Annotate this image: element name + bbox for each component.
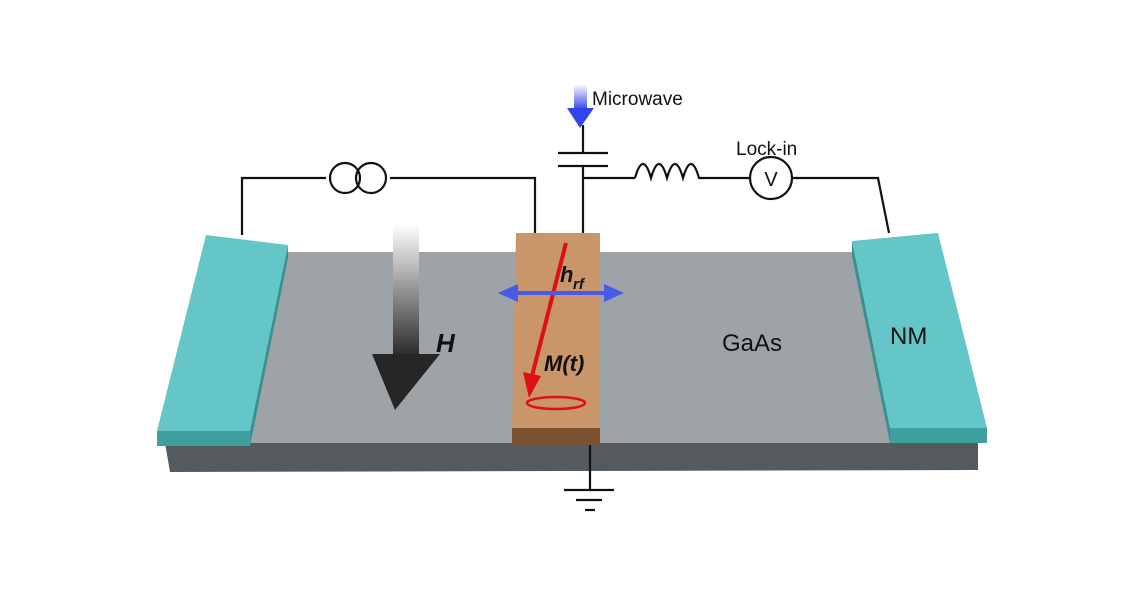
lockin-wire-right [792, 176, 891, 234]
hrf-label-main: h [560, 262, 573, 287]
circuit [240, 125, 891, 512]
magnetization-label: M(t) [544, 351, 584, 376]
microwave-label: Microwave [592, 89, 683, 110]
ferromagnet-side [512, 428, 600, 445]
precession-ellipse [525, 395, 587, 411]
right-contact-front [890, 428, 987, 443]
capacitor-icon [558, 151, 608, 168]
microwave-arrow [567, 84, 594, 128]
current-source-left-wire [240, 176, 326, 235]
hrf-label-sub: rf [573, 276, 586, 293]
hrf-arrow [498, 284, 624, 302]
inductor-icon [633, 162, 701, 183]
current-source-right-wire [390, 176, 537, 233]
field-arrow [372, 224, 440, 410]
magnetization-arrow [523, 242, 568, 398]
left-contact-top [157, 235, 288, 431]
left-contact-side [250, 245, 288, 446]
nm-label: NM [890, 323, 927, 350]
right-contact-top [852, 233, 987, 428]
left-contact-front [157, 431, 250, 446]
right-contact-side [852, 241, 890, 443]
field-label: H [436, 328, 456, 358]
lockin-label: Lock-in [736, 139, 797, 160]
ferromagnet-top [512, 233, 600, 428]
right-nm-contact [852, 233, 987, 443]
voltmeter-label: V [764, 169, 778, 191]
current-source-icon [328, 161, 388, 195]
ground-icon [564, 488, 614, 512]
substrate-label: GaAs [722, 330, 782, 357]
substrate-side [165, 443, 978, 472]
left-nm-contact [157, 235, 288, 446]
ferromagnet-strip [512, 233, 600, 445]
